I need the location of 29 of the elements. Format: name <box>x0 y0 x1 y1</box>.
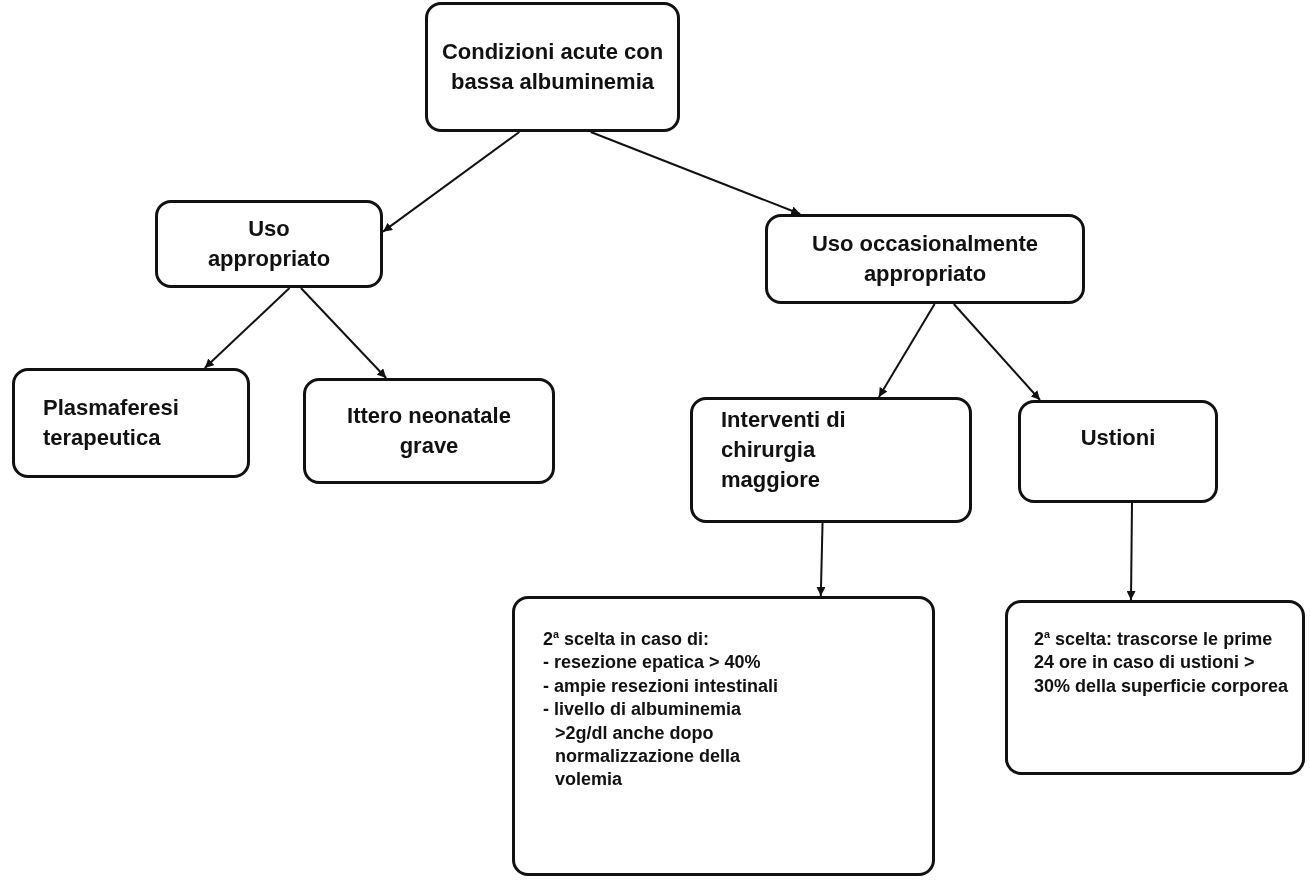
process-box <box>12 368 250 478</box>
node-label: Ittero neonatale grave <box>346 402 512 460</box>
list-item: - livello di albuminemia >2g/dl anche dopo normalizzazione della volemia <box>543 698 743 792</box>
arrow <box>877 303 936 398</box>
node-label: Uso occasionalmente appropriato <box>810 230 1040 288</box>
process-box <box>512 596 935 876</box>
arrow <box>952 303 1041 401</box>
node-label: 2$^{a}$ scelta in caso di: <box>543 627 710 651</box>
process-box <box>1005 600 1305 775</box>
process-box <box>1018 400 1218 503</box>
process-box <box>303 378 555 484</box>
node-label: Condizioni acute con bassa albuminemia <box>440 38 665 96</box>
list-item: - resezione epatica > 40% <box>543 651 761 675</box>
process-box <box>155 200 383 288</box>
node-label: Plasmaferesi terapeutica <box>43 394 180 452</box>
process-box <box>690 397 972 523</box>
arrow <box>382 131 521 233</box>
process-box <box>425 2 680 132</box>
node-label: Uso appropriato <box>206 215 332 273</box>
arrow <box>203 287 291 369</box>
arrow <box>589 131 802 215</box>
arrow <box>1126 502 1136 601</box>
node-label: Ustioni <box>1080 424 1156 452</box>
arrow <box>299 287 388 379</box>
node-label: Interventi di chirurgia maggiore <box>721 406 847 494</box>
process-box <box>765 214 1085 304</box>
node-label: 2$^{a}$ scelta: trascorse le prime 24 ore in caso di ustioni > 30% della superficie corporea <box>1034 627 1290 698</box>
list-item: - ampie resezioni intestinali <box>543 674 779 698</box>
arrow <box>816 522 826 597</box>
